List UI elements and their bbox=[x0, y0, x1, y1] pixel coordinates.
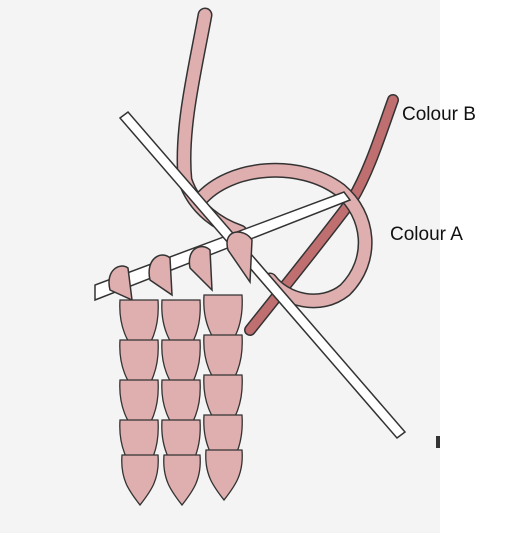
scan-mark bbox=[436, 436, 440, 448]
colour-b-label: Colour B bbox=[402, 104, 476, 126]
knitted-fabric bbox=[120, 295, 242, 505]
colour-a-label: Colour A bbox=[390, 224, 463, 246]
